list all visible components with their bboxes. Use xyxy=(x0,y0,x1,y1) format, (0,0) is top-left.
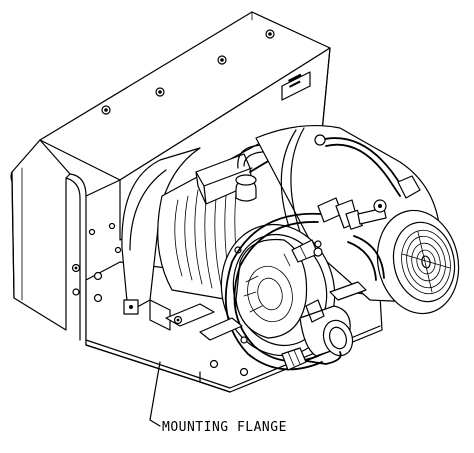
outlet-pipe xyxy=(299,299,354,357)
motor-feet xyxy=(165,281,367,341)
hose-assembly xyxy=(224,197,387,371)
callout-leader-line xyxy=(149,361,161,427)
fan-grille xyxy=(401,229,451,295)
mounting-flange-callout: MOUNTING FLANGE xyxy=(149,361,287,435)
callout-label: MOUNTING FLANGE xyxy=(162,420,287,435)
